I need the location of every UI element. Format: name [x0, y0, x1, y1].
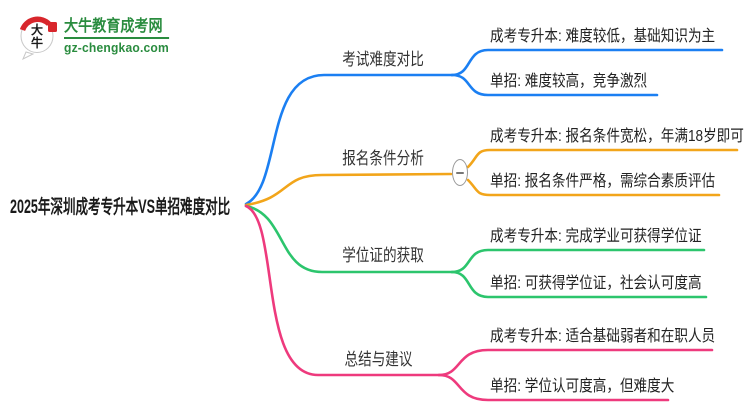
branch2-child2-line: [466, 178, 721, 197]
branch4-main-line: [244, 204, 441, 377]
logo-title: 大牛教育成考网: [64, 18, 163, 35]
branch2-child1-line: [466, 148, 739, 169]
leaf-degree-chengkao[interactable]: 成考专升本: 完成学业可获得学位证: [490, 228, 702, 245]
logo-subtitle: gz-chengkao.com: [64, 37, 169, 55]
branch-label-exam-difficulty[interactable]: 考试难度对比: [342, 50, 424, 69]
branch1-child2-line: [450, 73, 659, 97]
branch3-main-line: [244, 204, 454, 274]
branch1-main-line: [244, 73, 454, 206]
branch2-main-line: [244, 172, 453, 207]
branch3-child2-line: [450, 270, 708, 299]
branch4-child1-line: [437, 348, 714, 377]
leaf-summary-danzhao[interactable]: 单招: 学位认可度高，但难度大: [490, 378, 675, 395]
leaf-summary-chengkao[interactable]: 成考专升本: 适合基础弱者和在职人员: [490, 328, 716, 345]
leaf-reg-danzhao[interactable]: 单招: 报名条件严格，需综合素质评估: [490, 173, 716, 190]
branch-label-summary-advice[interactable]: 总结与建议: [344, 350, 412, 369]
logo-seal: [48, 22, 57, 32]
svg-text:大: 大: [31, 22, 43, 37]
branch1-child1-line: [450, 48, 724, 77]
leaf-exam-danzhao[interactable]: 单招: 难度较高，竞争激烈: [490, 73, 648, 90]
collapse-button[interactable]: [452, 159, 468, 186]
leaf-reg-chengkao[interactable]: 成考专升本: 报名条件宽松，年满18岁即可: [490, 128, 744, 145]
leaf-degree-danzhao[interactable]: 单招: 可获得学位证，社会认可度高: [490, 275, 702, 292]
branch4-child2-line: [437, 373, 670, 402]
site-logo[interactable]: 大 牛 大牛教育成考网 gz-chengkao.com: [18, 14, 177, 61]
logo-bubble-icon: 大 牛: [18, 14, 60, 61]
leaf-exam-chengkao[interactable]: 成考专升本: 难度较低，基础知识为主: [490, 28, 716, 45]
minus-icon: [456, 171, 464, 174]
branch3-child1-line: [450, 248, 706, 274]
branch-label-degree-certificate[interactable]: 学位证的获取: [342, 246, 424, 265]
branch-label-registration-conditions[interactable]: 报名条件分析: [342, 149, 424, 168]
logo-red-arc: [19, 16, 51, 32]
svg-text:牛: 牛: [31, 35, 43, 50]
central-topic[interactable]: 2025年深圳成考专升本VS单招难度对比: [10, 197, 231, 218]
